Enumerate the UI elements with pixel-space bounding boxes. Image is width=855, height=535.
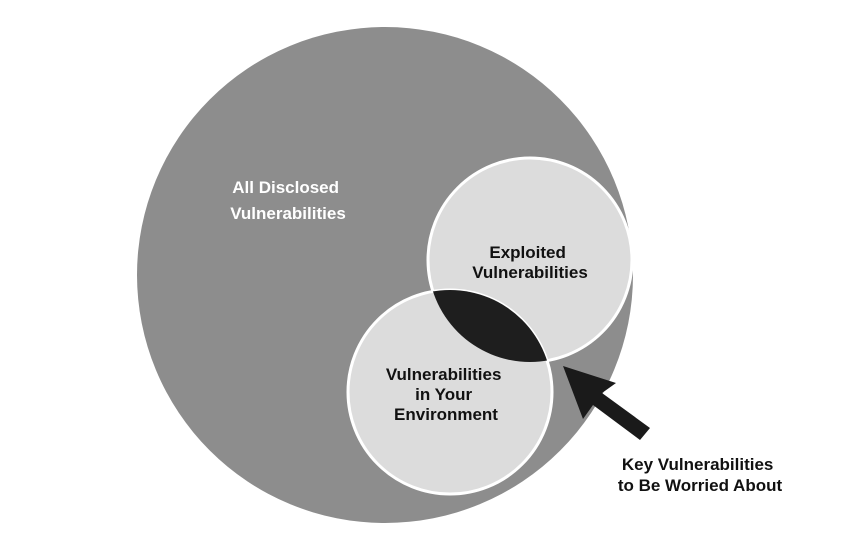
environment-line-3: Environment — [394, 405, 498, 424]
environment-line-2: in Your — [415, 385, 472, 404]
environment-line-1: Vulnerabilities — [386, 365, 502, 384]
environment-label: Vulnerabilities in Your Environment — [386, 365, 506, 424]
exploited-line-1: Exploited — [489, 243, 566, 262]
callout-label: Key Vulnerabilities to Be Worried About — [618, 455, 783, 495]
callout-arrow-icon — [563, 366, 650, 440]
exploited-line-2: Vulnerabilities — [472, 263, 588, 282]
all-disclosed-line-1: All Disclosed — [232, 178, 339, 197]
callout-line-1: Key Vulnerabilities — [622, 455, 773, 474]
all-disclosed-line-2: Vulnerabilities — [230, 204, 346, 223]
callout-line-2: to Be Worried About — [618, 476, 783, 495]
exploited-label: Exploited Vulnerabilities — [472, 243, 588, 282]
all-disclosed-label: All Disclosed Vulnerabilities — [230, 178, 346, 223]
intersection-region — [428, 290, 552, 362]
